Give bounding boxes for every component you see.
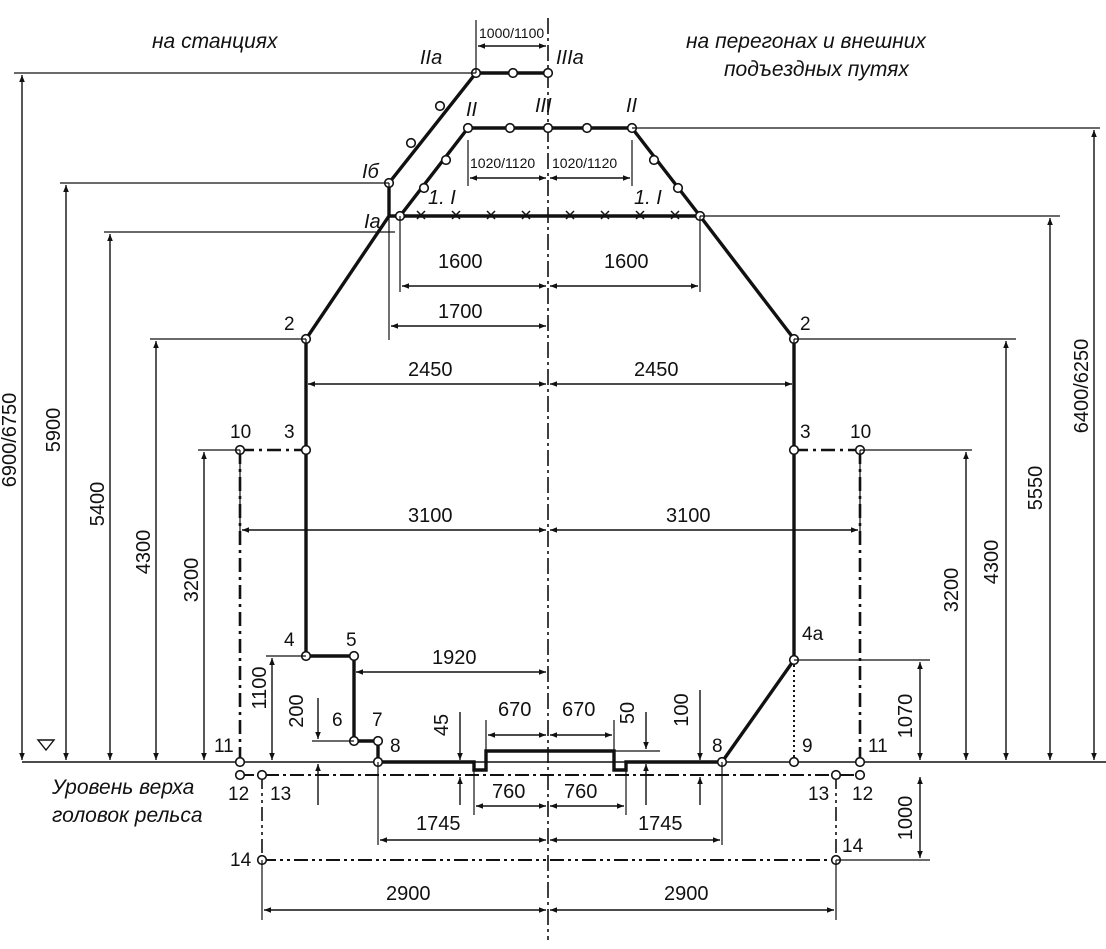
- point-2-right: 2: [800, 314, 811, 335]
- point-3-right: 3: [800, 422, 811, 443]
- dim-670-left: 670: [498, 699, 531, 721]
- dim-1700: 1700: [438, 301, 483, 323]
- dim-1020-1120-left: 1020/1120: [470, 155, 535, 171]
- heading-lines-1: на перегонах и внешних: [686, 30, 927, 53]
- label-III: III: [535, 95, 552, 117]
- dim-6400-6250: 6400/6250: [1071, 339, 1093, 434]
- point-8-left: 8: [390, 736, 401, 757]
- dim-1000: 1000: [895, 796, 917, 841]
- point-12-left: 12: [228, 784, 249, 805]
- dim-2900-left: 2900: [386, 883, 431, 905]
- point-10-left: 10: [230, 422, 251, 443]
- dim-45: 45: [431, 714, 453, 736]
- point-11-left: 11: [214, 736, 234, 757]
- point-11-right: 11: [868, 736, 888, 757]
- vertical-dimension-arrows: [19, 75, 1097, 858]
- dim-5900: 5900: [43, 408, 65, 453]
- point-6: 6: [332, 710, 343, 731]
- label-IIa: IIa: [420, 47, 442, 69]
- small-pointer-arrows: [315, 690, 703, 805]
- dim-4300-right: 4300: [981, 540, 1003, 585]
- dim-3100-right: 3100: [666, 505, 711, 527]
- dim-760-right: 760: [564, 781, 597, 803]
- dim-1070: 1070: [895, 694, 917, 739]
- label-1-I-left: 1. I: [428, 187, 456, 209]
- dim-1600-right: 1600: [604, 251, 649, 273]
- point-4: 4: [284, 630, 295, 651]
- point-8-right: 8: [712, 736, 723, 757]
- point-14-right: 14: [842, 836, 864, 857]
- point-7: 7: [372, 710, 383, 731]
- label-Ia: Ia: [364, 211, 381, 233]
- label-1-I-right: 1. I: [634, 187, 662, 209]
- dim-1100: 1100: [249, 666, 271, 709]
- point-9: 9: [802, 736, 813, 757]
- point-14-left: 14: [230, 850, 252, 871]
- dim-3100-left: 3100: [408, 505, 453, 527]
- heading-stations: на станциях: [152, 30, 279, 53]
- point-12-right: 12: [852, 784, 873, 805]
- dim-670-right: 670: [562, 699, 595, 721]
- gauge-outline-lines: [548, 126, 796, 772]
- label-Ib: Iб: [362, 161, 380, 183]
- dim-50: 50: [617, 702, 639, 724]
- dim-4300-left: 4300: [133, 530, 155, 575]
- dim-3200-right: 3200: [941, 568, 963, 613]
- point-5: 5: [346, 630, 357, 651]
- dim-1745-left: 1745: [416, 813, 461, 835]
- dim-1600-left: 1600: [438, 251, 483, 273]
- dim-200: 200: [286, 694, 308, 727]
- label-II-right: II: [626, 95, 638, 117]
- label-II-left: II: [466, 99, 478, 121]
- dim-1020-1120-right: 1020/1120: [552, 155, 617, 171]
- dim-1745-right: 1745: [638, 813, 683, 835]
- point-4a: 4a: [802, 624, 824, 645]
- point-2-left: 2: [284, 314, 295, 335]
- cross-markers: [416, 210, 680, 220]
- dim-2900-right: 2900: [664, 883, 709, 905]
- extension-lines: [14, 20, 1100, 920]
- heading-lines-2: подъездных путях: [724, 58, 910, 81]
- rail-level-caption-2: головок рельса: [52, 804, 203, 827]
- gauge-points: [234, 67, 866, 866]
- dim-5400: 5400: [87, 482, 109, 527]
- dim-1000-1100: 1000/1100: [479, 25, 544, 41]
- rail-level-caption-1: Уровень верха: [51, 776, 194, 799]
- level-triangle-icon: [36, 739, 56, 752]
- dim-2450-right: 2450: [634, 359, 679, 381]
- point-10-right: 10: [850, 422, 871, 443]
- dim-6900-6750: 6900/6750: [0, 393, 21, 488]
- dim-3200-left: 3200: [181, 558, 203, 603]
- dim-100: 100: [671, 693, 693, 726]
- point-13-right: 13: [808, 784, 829, 805]
- label-IIIa: IIIa: [556, 47, 584, 69]
- dim-1920: 1920: [432, 647, 477, 669]
- dim-2450-left: 2450: [408, 359, 453, 381]
- dim-760-left: 760: [492, 781, 525, 803]
- point-3-left: 3: [284, 422, 295, 443]
- point-13-left: 13: [270, 784, 291, 805]
- dim-5550: 5550: [1025, 466, 1047, 511]
- horizontal-dimension-arrows: [242, 43, 858, 913]
